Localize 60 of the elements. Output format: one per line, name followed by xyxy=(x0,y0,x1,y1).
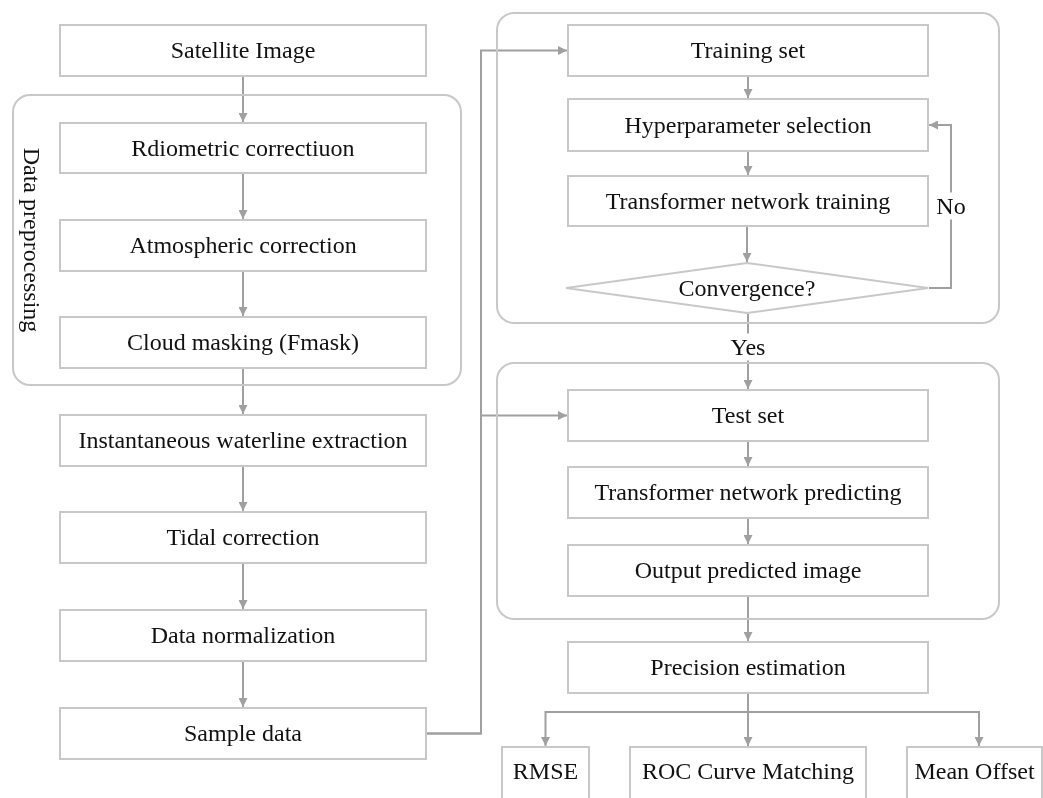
arrow xyxy=(743,151,753,176)
edge-label: Yes xyxy=(728,333,768,361)
arrow xyxy=(238,271,248,317)
arrow xyxy=(742,226,752,263)
node-label: Rdiometric correctiuon xyxy=(131,134,355,162)
process-box xyxy=(59,707,427,760)
process-box xyxy=(567,466,929,519)
process-box xyxy=(59,414,427,467)
arrow xyxy=(747,693,984,747)
process-box xyxy=(59,316,427,369)
process-box xyxy=(567,544,929,597)
process-box xyxy=(59,511,427,564)
arrow xyxy=(743,596,753,642)
node-label: Precision estimation xyxy=(650,654,846,681)
process-box xyxy=(629,746,867,798)
process-box xyxy=(501,746,590,798)
arrow xyxy=(743,76,753,99)
node-label: Hyperparameter selection xyxy=(624,111,872,139)
node-label: Transformer network predicting xyxy=(594,479,902,506)
node-label: Data normalization xyxy=(150,622,336,649)
process-box xyxy=(59,24,427,77)
node-label: Satellite Image xyxy=(170,37,316,64)
edge-label: No xyxy=(934,192,968,220)
process-box xyxy=(567,389,929,442)
group-title: Data preprocessing xyxy=(18,147,45,333)
arrow xyxy=(238,76,248,123)
process-box xyxy=(59,122,427,174)
arrow xyxy=(743,518,753,545)
node-label: Convergence? xyxy=(678,274,816,302)
node-label: Transformer network training xyxy=(605,187,891,215)
node-label: Instantaneous waterline extraction xyxy=(78,427,408,454)
node-label: Sample data xyxy=(184,720,302,747)
arrow xyxy=(238,173,248,220)
process-box xyxy=(567,98,929,152)
arrow xyxy=(928,120,952,289)
arrow xyxy=(426,411,568,735)
process-box xyxy=(906,746,1043,798)
node-label: Test set xyxy=(711,402,785,429)
arrow xyxy=(238,563,248,610)
process-box xyxy=(59,219,427,272)
node-label: Output predicted image xyxy=(634,557,862,584)
node-label: Training set xyxy=(690,37,806,64)
node-label: RMSE xyxy=(512,757,579,785)
group-panel xyxy=(496,12,1000,324)
process-box xyxy=(59,609,427,662)
node-label: Mean Offset xyxy=(914,757,1035,785)
group-panel xyxy=(496,362,1000,620)
node-label: Cloud masking (Fmask) xyxy=(127,329,359,356)
decision-diamond xyxy=(565,262,929,314)
process-box xyxy=(567,641,929,694)
arrow xyxy=(238,368,248,415)
node-label: ROC Curve Matching xyxy=(642,757,854,785)
arrow xyxy=(743,441,753,467)
arrow xyxy=(238,661,248,708)
node-label: Atmospheric correction xyxy=(129,232,357,259)
node-label: Tidal correction xyxy=(166,524,320,551)
arrow xyxy=(238,466,248,512)
group-panel xyxy=(12,94,462,386)
process-box xyxy=(567,175,929,227)
process-box xyxy=(567,24,929,77)
